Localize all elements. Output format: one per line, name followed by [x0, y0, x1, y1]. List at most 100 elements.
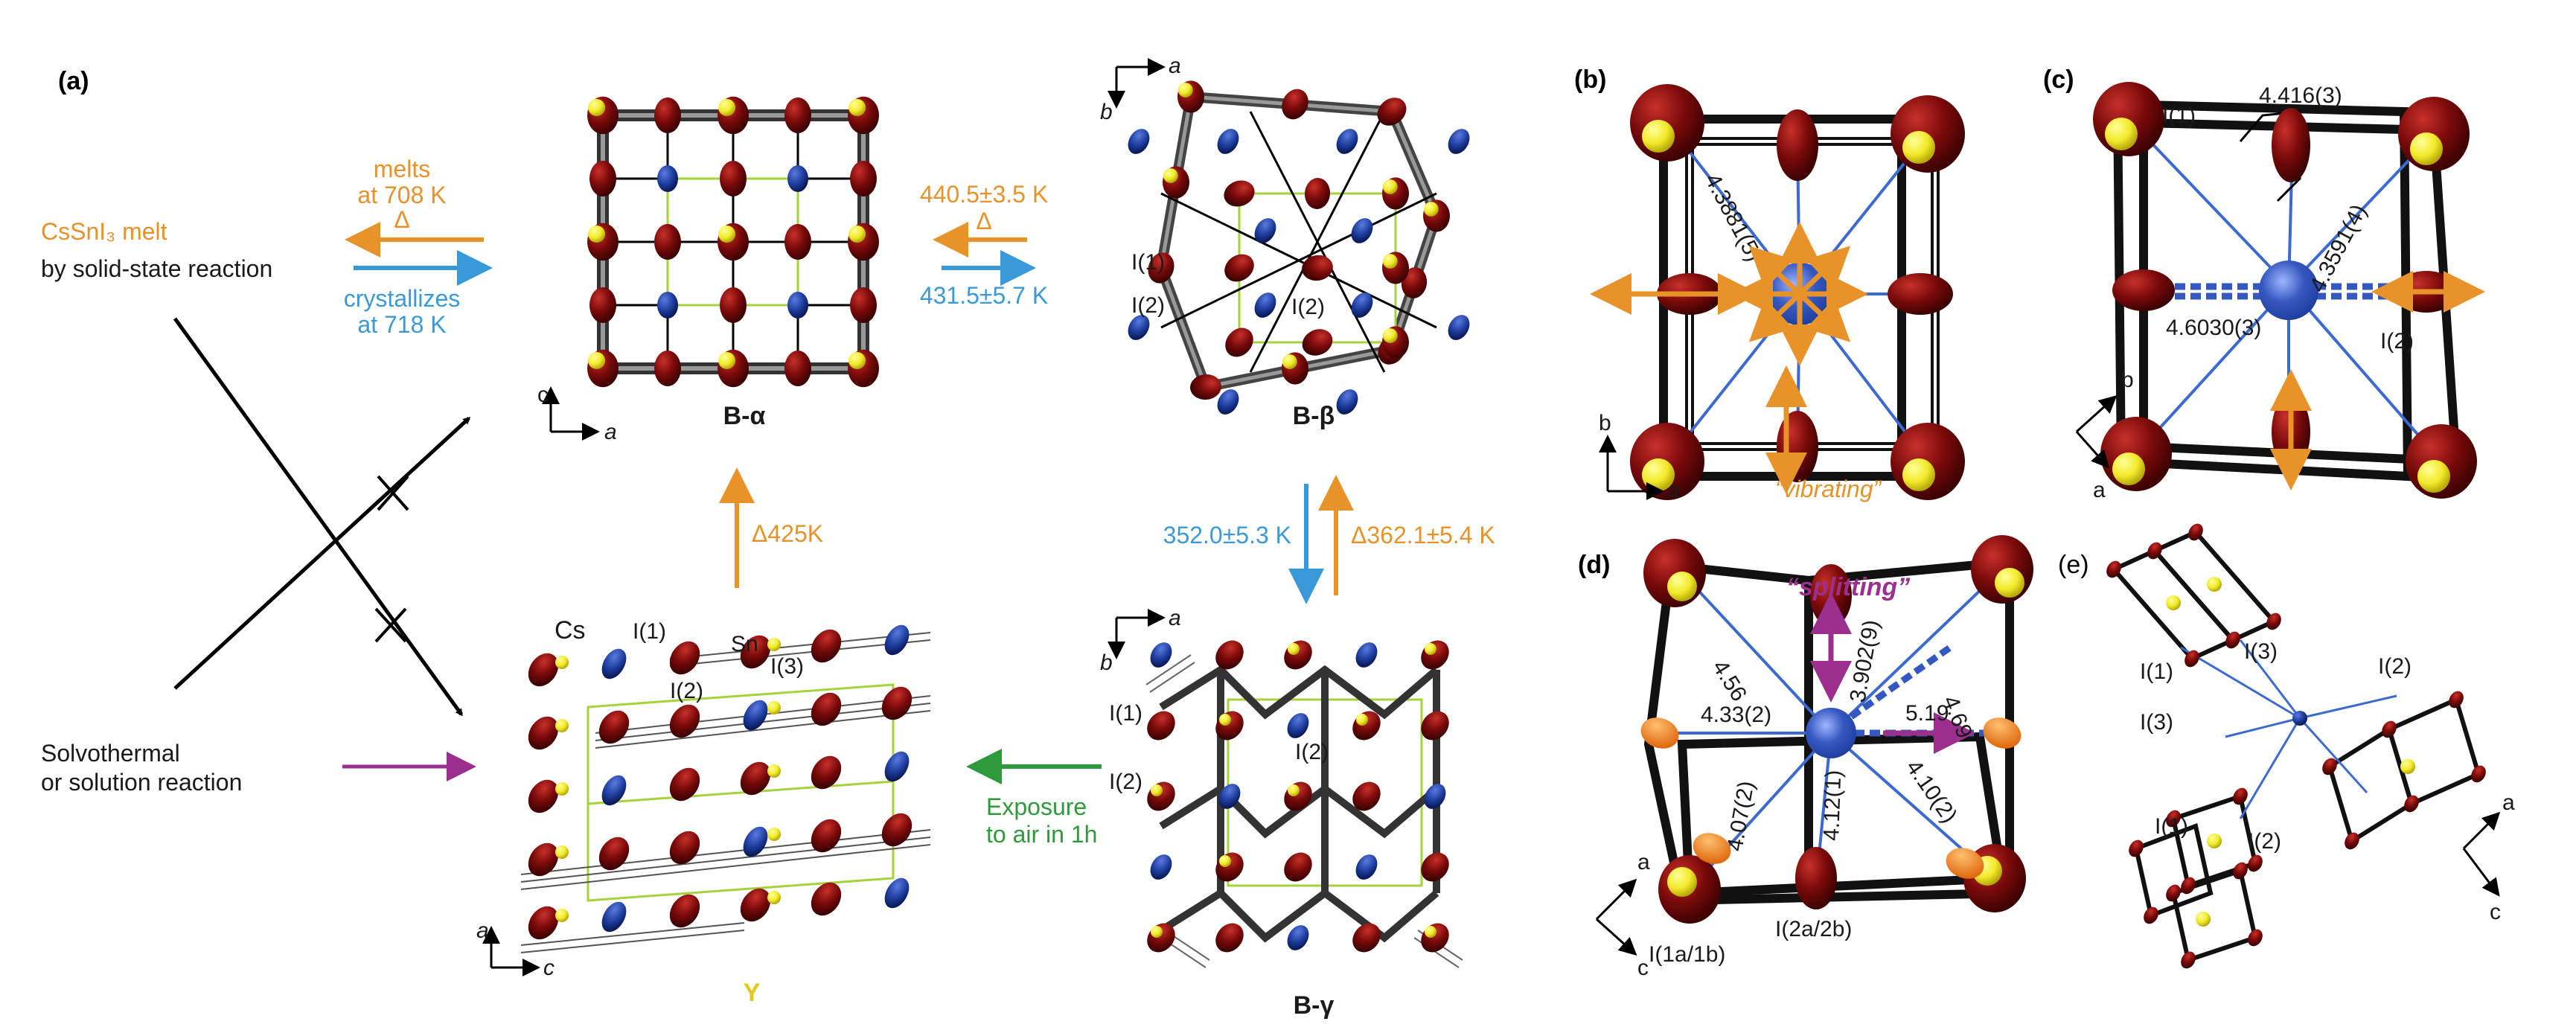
tin-atom — [1425, 643, 1436, 655]
label-y-i2: I(2) — [670, 679, 703, 703]
pc-d3: 4.6030(3) — [2166, 316, 2261, 340]
tin-atom — [848, 98, 866, 117]
axis-pd-c: c — [1637, 956, 1649, 980]
tin-atom — [1282, 354, 1297, 369]
axis-gamma-b: b — [1100, 650, 1113, 675]
cesium-atom — [1287, 925, 1309, 950]
b-gamma-structure — [1145, 654, 1463, 968]
iodine-atom — [669, 704, 700, 738]
iodine-atom — [2272, 108, 2310, 182]
iodine-atom — [740, 635, 771, 669]
cesium-atom — [1351, 218, 1373, 243]
phase-b-alpha: B-α — [723, 402, 766, 430]
iodine-atom — [1215, 640, 1244, 670]
ab-delta: Δ — [976, 208, 991, 234]
iodine-atom — [1421, 852, 1449, 882]
cross-arrow-up — [173, 416, 471, 690]
axis-pe-c: c — [2490, 900, 2501, 924]
cesium-atom — [1355, 854, 1378, 880]
iodine-atom — [811, 819, 842, 853]
axes-panel-e: a c — [2462, 790, 2515, 924]
iodine-atom — [1888, 273, 1953, 315]
iodine-atom — [811, 692, 842, 726]
axes-panel-d: a c — [1595, 850, 1650, 980]
tin-atom — [2105, 118, 2138, 150]
tin-atom — [2417, 460, 2450, 493]
tin-atom — [588, 225, 606, 243]
phase-b-gamma: B-γ — [1294, 991, 1335, 1020]
cesium-atom — [1351, 292, 1373, 318]
pb-vibrating: “vibrating” — [1775, 476, 1882, 502]
iodine-atom — [1377, 97, 1407, 126]
pc-d1: 4.416(3) — [2259, 83, 2342, 108]
iodine-atom — [2233, 862, 2248, 880]
solvothermal-label-2: or solution reaction — [41, 769, 242, 796]
tin-atom — [718, 351, 736, 370]
blocked-marks — [374, 475, 409, 643]
iodine-split-atom — [1640, 717, 1679, 749]
tin-atom — [1151, 784, 1163, 796]
pd-d4: 4.33(2) — [1701, 703, 1771, 727]
axis-alpha-a: a — [604, 420, 617, 444]
iodine-atom — [598, 710, 630, 744]
cesium-atom — [1355, 642, 1378, 668]
bg-up-temp: Δ362.1±5.4 K — [1351, 522, 1495, 549]
pe-i2a: I(2) — [2378, 654, 2412, 679]
iodine-atom — [850, 161, 877, 196]
atoms-panel-a — [528, 80, 1470, 953]
tin-atom — [555, 845, 569, 859]
iodine-atom — [654, 97, 681, 133]
tin-atom — [588, 98, 606, 117]
iodine-atom — [1401, 267, 1428, 298]
crystallizes-label-1: crystallizes — [344, 285, 460, 312]
bg-down-temp: 352.0±5.3 K — [1163, 522, 1291, 549]
cesium-atom — [743, 826, 768, 857]
iodine-atom — [669, 641, 700, 675]
iodine-atom — [589, 287, 616, 323]
iodine-atom — [1352, 781, 1381, 811]
phase-b-beta: B-β — [1293, 402, 1335, 430]
tin-atom — [1382, 254, 1398, 269]
iodine-atom — [669, 767, 700, 802]
axis-pd-a: a — [1637, 850, 1650, 874]
tin-atom — [718, 225, 736, 243]
cesium-atom — [1448, 315, 1470, 340]
iodine-atom — [2225, 631, 2240, 649]
iodine-atom — [2345, 832, 2359, 850]
tin-atom — [848, 225, 866, 243]
cesium-atom — [2259, 260, 2318, 320]
label-sn: Sn — [731, 632, 758, 656]
iodine-atom — [2112, 269, 2175, 311]
axis-y-a: a — [476, 918, 489, 943]
pc-d2: 4.3591(4) — [2305, 200, 2371, 296]
tin-atom — [555, 782, 569, 796]
cesium-atom — [1128, 129, 1150, 154]
iodine-atom — [1147, 781, 1175, 811]
label-beta-i2b: I(2) — [1291, 295, 1325, 319]
cesium-atom — [601, 775, 627, 806]
axis-beta-a: a — [1169, 54, 1181, 78]
cesium-atom — [1424, 784, 1446, 809]
pe-i2b: I(2) — [2248, 829, 2281, 854]
pe-i3a: I(3) — [2244, 639, 2278, 664]
iodine-atom — [1215, 923, 1244, 953]
iodine-atom — [1304, 178, 1331, 209]
axis-beta-b: b — [1100, 100, 1113, 124]
melts-delta: Δ — [394, 206, 409, 233]
ab-down-temp: 431.5±5.7 K — [920, 282, 1048, 309]
cesium-atom — [1448, 129, 1470, 154]
iodine-atom — [2166, 810, 2181, 828]
iodine-atom — [528, 716, 559, 750]
melts-label-1: melts — [374, 156, 430, 182]
iodine-atom — [720, 161, 747, 196]
label-gamma-i2b: I(2) — [1295, 740, 1329, 764]
tin-atom — [848, 351, 866, 370]
iodine-atom — [2185, 650, 2199, 668]
iodine-atom — [1777, 109, 1818, 181]
axes-y: a c — [476, 918, 554, 980]
cesium-atom — [1287, 713, 1309, 738]
exposure-label-2: to air in 1h — [986, 821, 1097, 848]
iodine-atom — [1302, 329, 1333, 356]
pd-d2: 3.902(9) — [1845, 618, 1884, 704]
